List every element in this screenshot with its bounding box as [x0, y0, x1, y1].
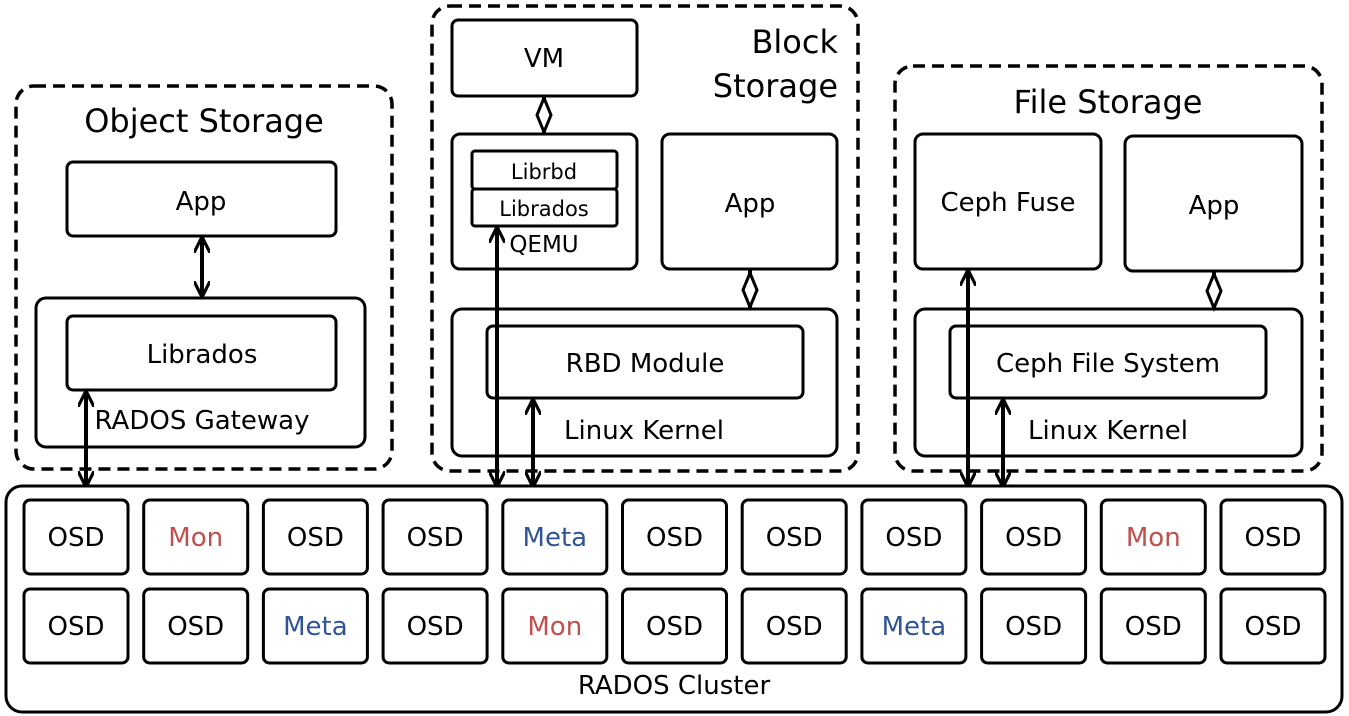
cluster-node-box	[261, 498, 369, 576]
block-librados-box	[470, 187, 619, 228]
rbd-module-box	[485, 324, 805, 400]
file-storage-boundary	[893, 64, 1324, 473]
block-storage-title-line2: Storage	[713, 67, 838, 105]
rados-cluster-label: RADOS Cluster	[578, 671, 771, 701]
cluster-node-box	[621, 498, 728, 576]
cluster-node-osd: OSD	[1245, 523, 1302, 553]
cluster-node-osd: OSD	[287, 523, 344, 553]
cluster-node-mon: Mon	[527, 612, 582, 642]
ceph-fuse-label: Ceph Fuse	[941, 188, 1076, 218]
file-storage-group: File Storage Ceph Fuse App Ceph File Sys…	[893, 64, 1324, 473]
object-storage-title: Object Storage	[84, 102, 324, 140]
cluster-node-box	[980, 498, 1088, 576]
object-app-box	[65, 160, 338, 238]
cluster-node-osd: OSD	[1245, 612, 1302, 642]
cluster-node-box	[740, 498, 848, 576]
cluster-node-osd: OSD	[646, 523, 703, 553]
block-librados-label: Librados	[499, 197, 589, 221]
cluster-node-box	[501, 587, 609, 665]
cluster-node-box	[381, 498, 489, 576]
qemu-label: QEMU	[509, 232, 578, 258]
cluster-node-mon: Mon	[168, 523, 223, 553]
object-storage-group: Object Storage App Librados RADOS Gatewa…	[14, 84, 394, 471]
cluster-node-osd: OSD	[1005, 523, 1062, 553]
object-app-label: App	[176, 187, 227, 217]
rados-gateway-label: RADOS Gateway	[95, 406, 310, 436]
cluster-node-box	[1099, 587, 1207, 665]
cluster-node-meta: Meta	[882, 612, 947, 642]
block-app-label: App	[725, 189, 776, 219]
cluster-node-box	[980, 587, 1088, 665]
cluster-node-osd: OSD	[48, 612, 105, 642]
block-linux-kernel-label: Linux Kernel	[564, 416, 724, 446]
cluster-node-osd: OSD	[407, 612, 464, 642]
cluster-node-box	[860, 587, 968, 665]
ceph-file-system-label: Ceph File System	[996, 349, 1220, 379]
cluster-node-box	[1099, 498, 1207, 576]
cluster-node-box	[22, 587, 130, 665]
vm-qemu-diamond	[535, 94, 553, 136]
cluster-node-box	[1219, 587, 1327, 665]
cluster-node-box	[740, 587, 848, 665]
cluster-node-box	[381, 587, 489, 665]
cluster-node-osd: OSD	[766, 523, 823, 553]
file-app-label: App	[1189, 191, 1240, 221]
cluster-node-box	[261, 587, 369, 665]
cluster-node-box	[142, 587, 250, 665]
cluster-node-osd: OSD	[407, 523, 464, 553]
block-storage-title-line1: Block	[751, 23, 838, 61]
cluster-node-osd: OSD	[646, 612, 703, 642]
cluster-node-box	[142, 498, 250, 576]
object-librados-label: Librados	[147, 340, 258, 370]
librbd-label: Librbd	[511, 160, 577, 184]
cluster-node-meta: Meta	[523, 523, 588, 553]
cluster-node-box	[860, 498, 968, 576]
cluster-node-osd: OSD	[766, 612, 823, 642]
block-storage-boundary	[430, 4, 860, 473]
cluster-node-box	[22, 498, 130, 576]
cluster-node-osd: OSD	[1125, 612, 1182, 642]
file-storage-title: File Storage	[1014, 83, 1203, 121]
cluster-node-osd: OSD	[885, 523, 942, 553]
cluster-node-osd: OSD	[167, 612, 224, 642]
block-app-kernel-diamond	[741, 269, 759, 311]
vm-label: VM	[524, 44, 564, 74]
rbd-module-label: RBD Module	[566, 349, 725, 379]
file-app-kernel-diamond	[1205, 270, 1223, 312]
cluster-node-meta: Meta	[283, 612, 348, 642]
connectors	[86, 94, 1223, 484]
cluster-node-box	[621, 587, 728, 665]
cluster-node-mon: Mon	[1126, 523, 1181, 553]
cluster-node-box	[501, 498, 609, 576]
cluster-node-osd: OSD	[48, 523, 105, 553]
cluster-node-box	[1219, 498, 1327, 576]
cluster-node-osd: OSD	[1005, 612, 1062, 642]
block-storage-group: Block Storage VM Librbd Librados QEMU Ap…	[430, 4, 860, 473]
ceph-file-system-box	[948, 324, 1268, 400]
object-storage-boundary	[14, 84, 394, 471]
ceph-fuse-box	[913, 132, 1103, 271]
object-librados-box	[65, 314, 338, 392]
file-linux-kernel-label: Linux Kernel	[1028, 416, 1188, 446]
